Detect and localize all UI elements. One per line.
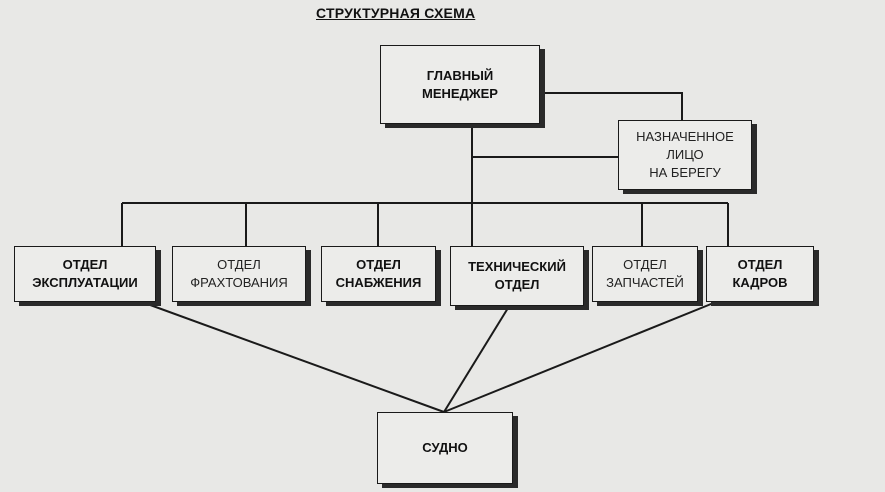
node-technical-dept: ТЕХНИЧЕСКИЙ ОТДЕЛ: [450, 246, 584, 306]
node-general-manager-line2: МЕНЕДЖЕР: [422, 85, 498, 101]
connector-personnel-ship: [443, 301, 717, 413]
node-ship: СУДНО: [377, 412, 513, 484]
node-chartering-dept-line1: ОТДЕЛ: [217, 257, 261, 272]
node-operations-dept-line2: ЭКСПЛУАТАЦИИ: [32, 275, 138, 290]
node-technical-dept-line2: ОТДЕЛ: [494, 277, 540, 292]
node-personnel-dept-line2: КАДРОВ: [732, 275, 788, 290]
node-shore-person-line3: НА БЕРЕГУ: [649, 165, 721, 180]
connector-technical-ship: [443, 307, 509, 413]
node-technical-dept-line1: ТЕХНИЧЕСКИЙ: [468, 259, 566, 274]
node-supply-dept-line1: ОТДЕЛ: [356, 257, 401, 272]
connector-manager-shore: [540, 92, 683, 120]
node-general-manager-line1: ГЛАВНЫЙ: [426, 67, 494, 83]
node-shore-person: НАЗНАЧЕННОЕ ЛИЦО НА БЕРЕГУ: [618, 120, 752, 190]
node-personnel-dept-line1: ОТДЕЛ: [737, 257, 783, 272]
node-supply-dept-line2: СНАБЖЕНИЯ: [335, 275, 422, 290]
node-operations-dept: ОТДЕЛ ЭКСПЛУАТАЦИИ: [14, 246, 156, 302]
diagram-title: СТРУКТУРНАЯ СХЕМА: [316, 5, 476, 21]
node-shore-person-line2: ЛИЦО: [666, 147, 704, 162]
node-chartering-dept-line2: ФРАХТОВАНИЯ: [190, 275, 288, 290]
node-personnel-dept: ОТДЕЛ КАДРОВ: [706, 246, 814, 302]
node-spares-dept: ОТДЕЛ ЗАПЧАСТЕЙ: [592, 246, 698, 302]
node-general-manager: ГЛАВНЫЙ МЕНЕДЖЕР: [380, 45, 540, 124]
node-chartering-dept: ОТДЕЛ ФРАХТОВАНИЯ: [172, 246, 306, 302]
node-shore-person-line1: НАЗНАЧЕННОЕ: [636, 129, 734, 144]
connector-operations-ship: [141, 301, 445, 413]
node-operations-dept-line1: ОТДЕЛ: [62, 257, 108, 272]
node-ship-line1: СУДНО: [422, 440, 468, 455]
node-supply-dept: ОТДЕЛ СНАБЖЕНИЯ: [321, 246, 436, 302]
node-spares-dept-line2: ЗАПЧАСТЕЙ: [606, 275, 684, 290]
node-spares-dept-line1: ОТДЕЛ: [623, 257, 667, 272]
